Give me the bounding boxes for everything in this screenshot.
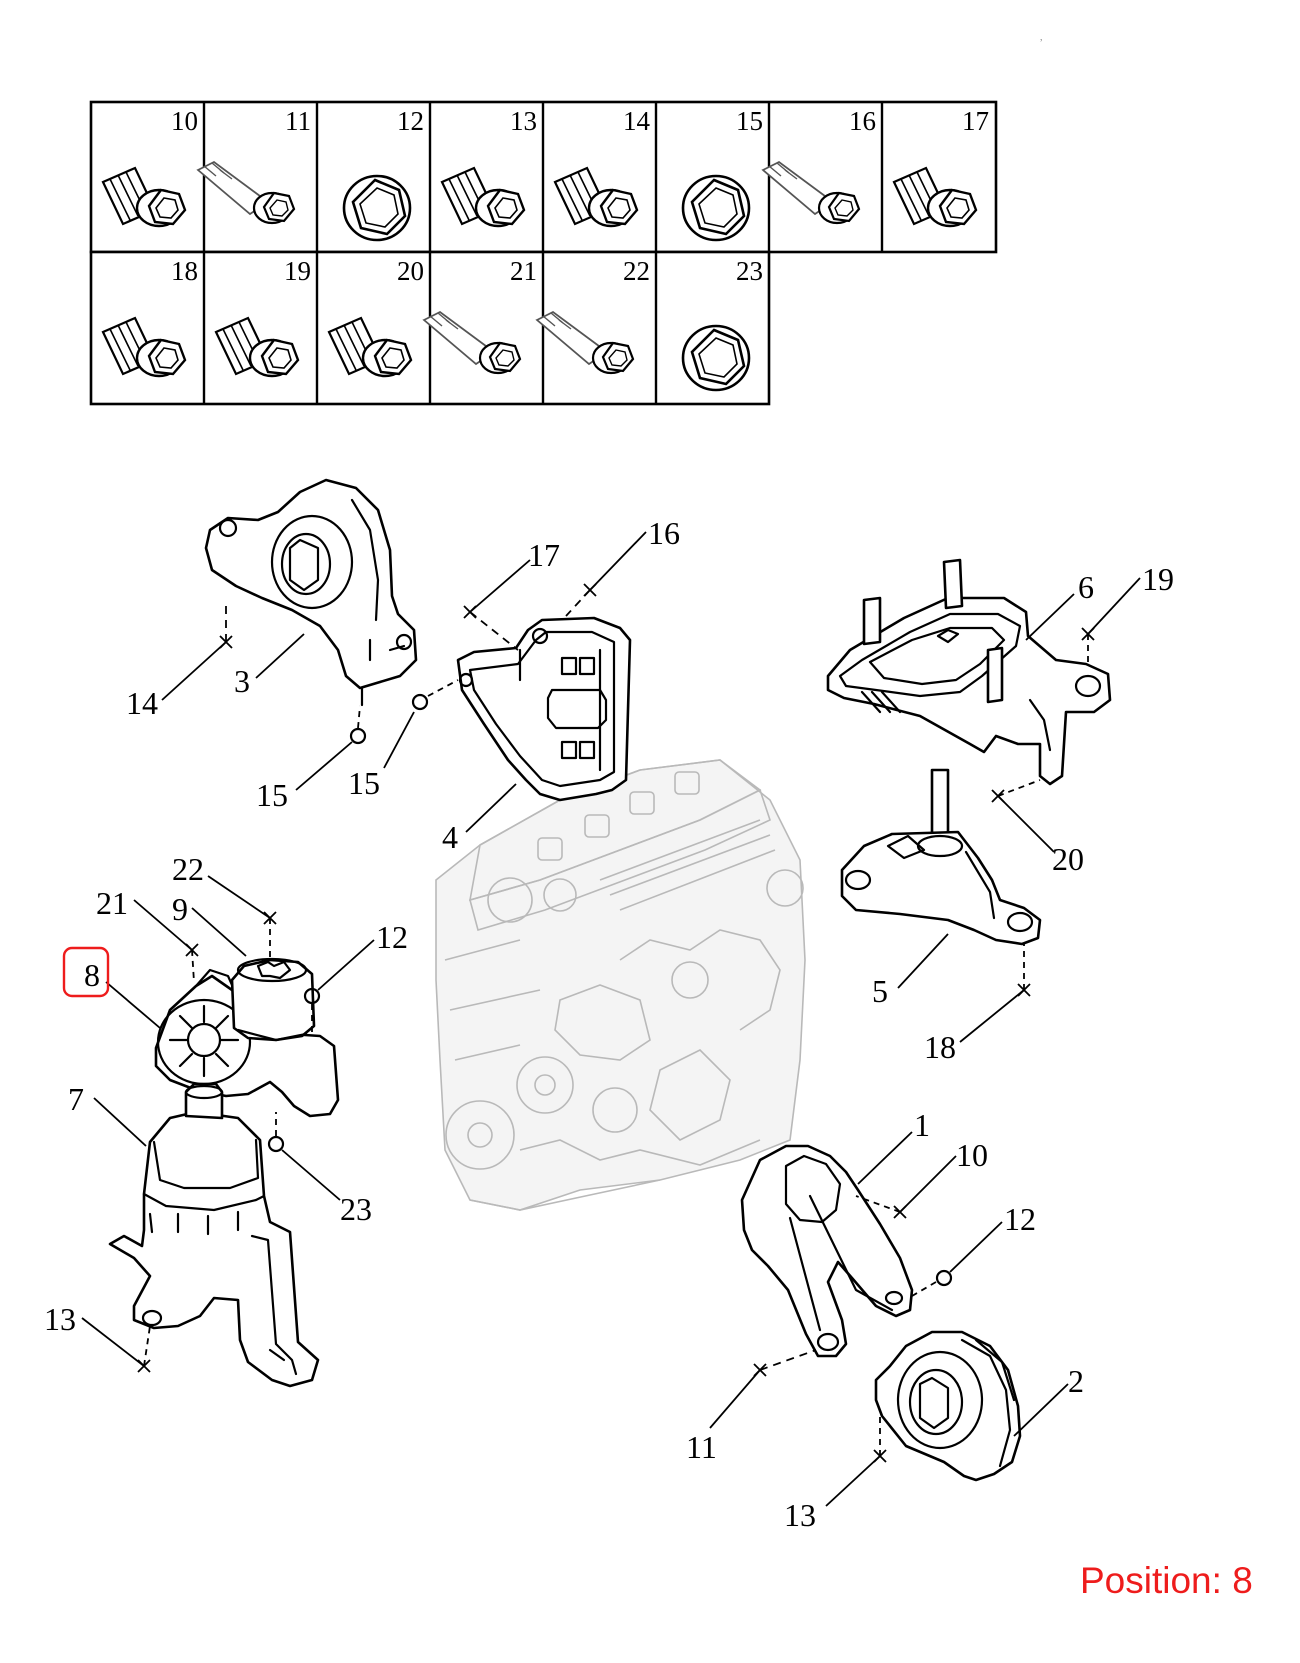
fastener-number: 23 — [736, 256, 763, 286]
fastener-cell-13[interactable]: 13 — [440, 106, 537, 228]
callout-17[interactable]: 17 — [528, 537, 560, 573]
position-label: Position: 8 — [1080, 1560, 1253, 1601]
part-1-bracket — [740, 1144, 914, 1358]
flange-nut-icon — [681, 174, 751, 242]
part-8-9-mount — [154, 957, 340, 1118]
fastener-cell-15[interactable]: 15 — [681, 106, 763, 242]
part-2-mount — [874, 1330, 1022, 1482]
fastener-cell-14[interactable]: 14 — [553, 106, 651, 228]
callout-12[interactable]: 12 — [376, 919, 408, 955]
fastener-cell-17[interactable]: 17 — [892, 106, 989, 228]
callout-20[interactable]: 20 — [1052, 841, 1084, 877]
highlight-box — [62, 946, 110, 998]
callout-11[interactable]: 11 — [686, 1429, 717, 1465]
callout-7[interactable]: 7 — [68, 1081, 84, 1117]
callout-labels: 3 14 15 15 4 17 16 6 19 20 5 18 22 9 21 … — [44, 515, 1174, 1533]
callout-15[interactable]: 15 — [256, 777, 288, 813]
flange-nut-icon — [342, 174, 412, 242]
callout-13[interactable]: 13 — [44, 1301, 76, 1337]
engine-ghost — [435, 759, 806, 1211]
fastener-number: 18 — [171, 256, 198, 286]
fastener-cell-12[interactable]: 12 — [342, 106, 424, 242]
fastener-cell-23[interactable]: 23 — [681, 256, 763, 392]
callout-2[interactable]: 2 — [1068, 1363, 1084, 1399]
callout-10[interactable]: 10 — [956, 1137, 988, 1173]
callout-21[interactable]: 21 — [96, 885, 128, 921]
fastener-number: 21 — [510, 256, 537, 286]
callout-8-highlighted[interactable]: 8 — [84, 957, 100, 993]
fastener-cell-20[interactable]: 20 — [327, 256, 424, 378]
part-4-bracket — [456, 616, 632, 802]
callout-5[interactable]: 5 — [872, 973, 888, 1009]
callout-13[interactable]: 13 — [784, 1497, 816, 1533]
fastener-number: 19 — [284, 256, 311, 286]
part-6-mount — [826, 558, 1112, 786]
fastener-cell-21[interactable]: 21 — [422, 256, 537, 375]
fastener-cell-11[interactable]: 11 — [196, 106, 311, 225]
part-3-mount-bracket — [204, 478, 418, 707]
fastener-number: 20 — [397, 256, 424, 286]
callout-3[interactable]: 3 — [234, 663, 250, 699]
callout-15[interactable]: 15 — [348, 765, 380, 801]
callout-4[interactable]: 4 — [442, 819, 458, 855]
fastener-cell-16[interactable]: 16 — [761, 106, 876, 225]
leader-lines — [81, 531, 1141, 1507]
fastener-cell-19[interactable]: 19 — [214, 256, 311, 378]
part-5-mount — [840, 768, 1042, 946]
fastener-number: 16 — [849, 106, 876, 136]
fastener-cell-10[interactable]: 10 — [101, 106, 198, 228]
fastener-number: 11 — [285, 106, 311, 136]
flange-nut-icon — [681, 324, 751, 392]
callout-1[interactable]: 1 — [914, 1107, 930, 1143]
fastener-cell-18[interactable]: 18 — [101, 256, 198, 378]
fastener-number: 13 — [510, 106, 537, 136]
callout-14[interactable]: 14 — [126, 685, 158, 721]
callout-6[interactable]: 6 — [1078, 569, 1094, 605]
callout-18[interactable]: 18 — [924, 1029, 956, 1065]
fastener-number: 15 — [736, 106, 763, 136]
callout-12[interactable]: 12 — [1004, 1201, 1036, 1237]
callout-16[interactable]: 16 — [648, 515, 680, 551]
part-7-mount — [108, 1082, 320, 1388]
callout-22[interactable]: 22 — [172, 851, 204, 887]
fastener-number: 22 — [623, 256, 650, 286]
fastener-table: 10 11 12 13 14 15 16 17 18 19 20 21 22 23 — [89, 100, 998, 406]
fastener-number: 10 — [171, 106, 198, 136]
fastener-cell-22[interactable]: 22 — [535, 256, 650, 375]
callout-23[interactable]: 23 — [340, 1191, 372, 1227]
callout-9[interactable]: 9 — [172, 891, 188, 927]
corner-mark: , — [1040, 32, 1043, 43]
callout-19[interactable]: 19 — [1142, 561, 1174, 597]
fastener-number: 14 — [623, 106, 651, 136]
fastener-number: 12 — [397, 106, 424, 136]
fastener-number: 17 — [962, 106, 989, 136]
